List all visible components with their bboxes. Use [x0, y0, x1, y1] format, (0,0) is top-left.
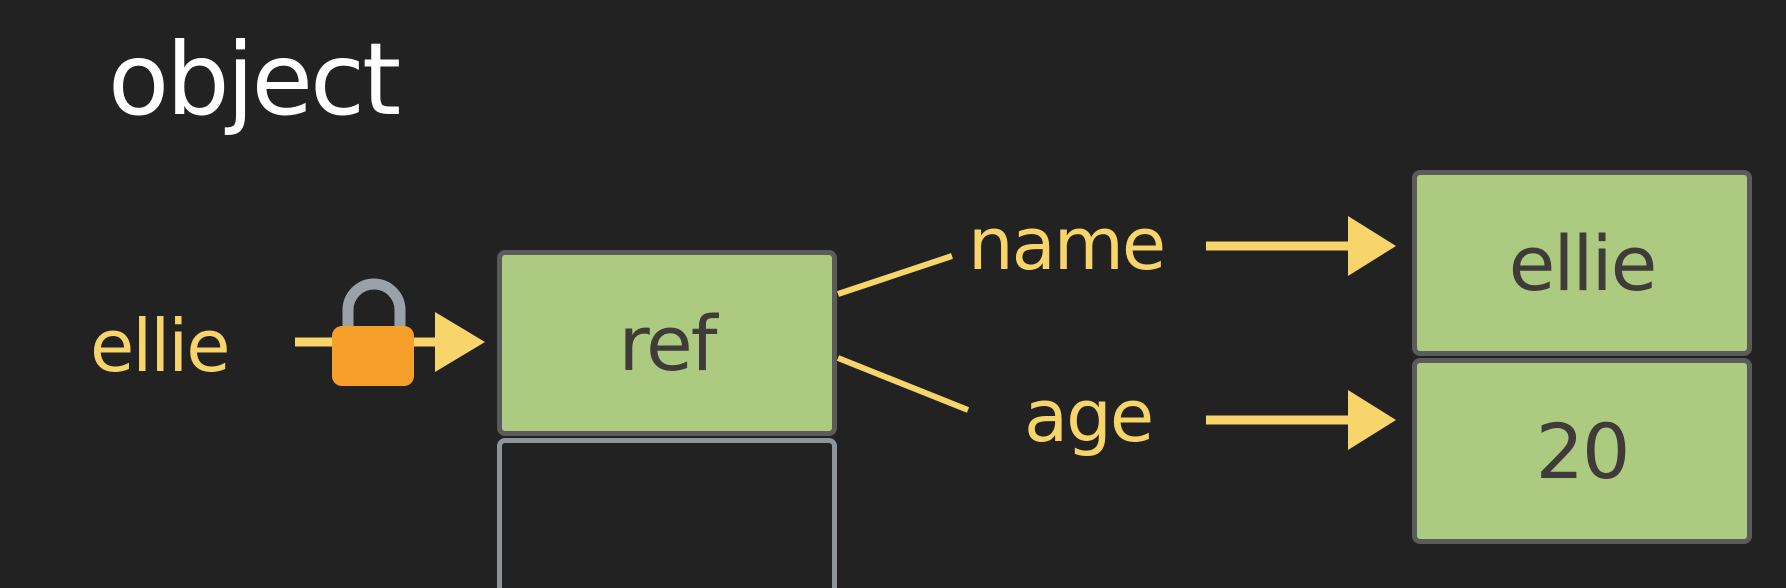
property-value-age: 20: [1535, 406, 1631, 496]
diagram-title: object: [108, 21, 401, 138]
variable-label: ellie: [90, 304, 231, 388]
property-key-name: name: [968, 202, 1166, 286]
ref-to-age-line: [836, 355, 970, 413]
reference-box-label: ref: [618, 298, 717, 388]
name-to-value-arrow: [1206, 216, 1396, 276]
empty-memory-box: [497, 438, 837, 588]
property-value-name: ellie: [1508, 218, 1658, 308]
property-key-age: age: [1024, 374, 1154, 458]
lock-icon: [332, 278, 414, 386]
reference-box: ref: [497, 250, 837, 436]
property-value-box-name: ellie: [1412, 170, 1752, 356]
ref-to-name-line: [837, 253, 953, 297]
age-to-value-arrow: [1206, 390, 1396, 450]
property-value-box-age: 20: [1412, 358, 1752, 544]
